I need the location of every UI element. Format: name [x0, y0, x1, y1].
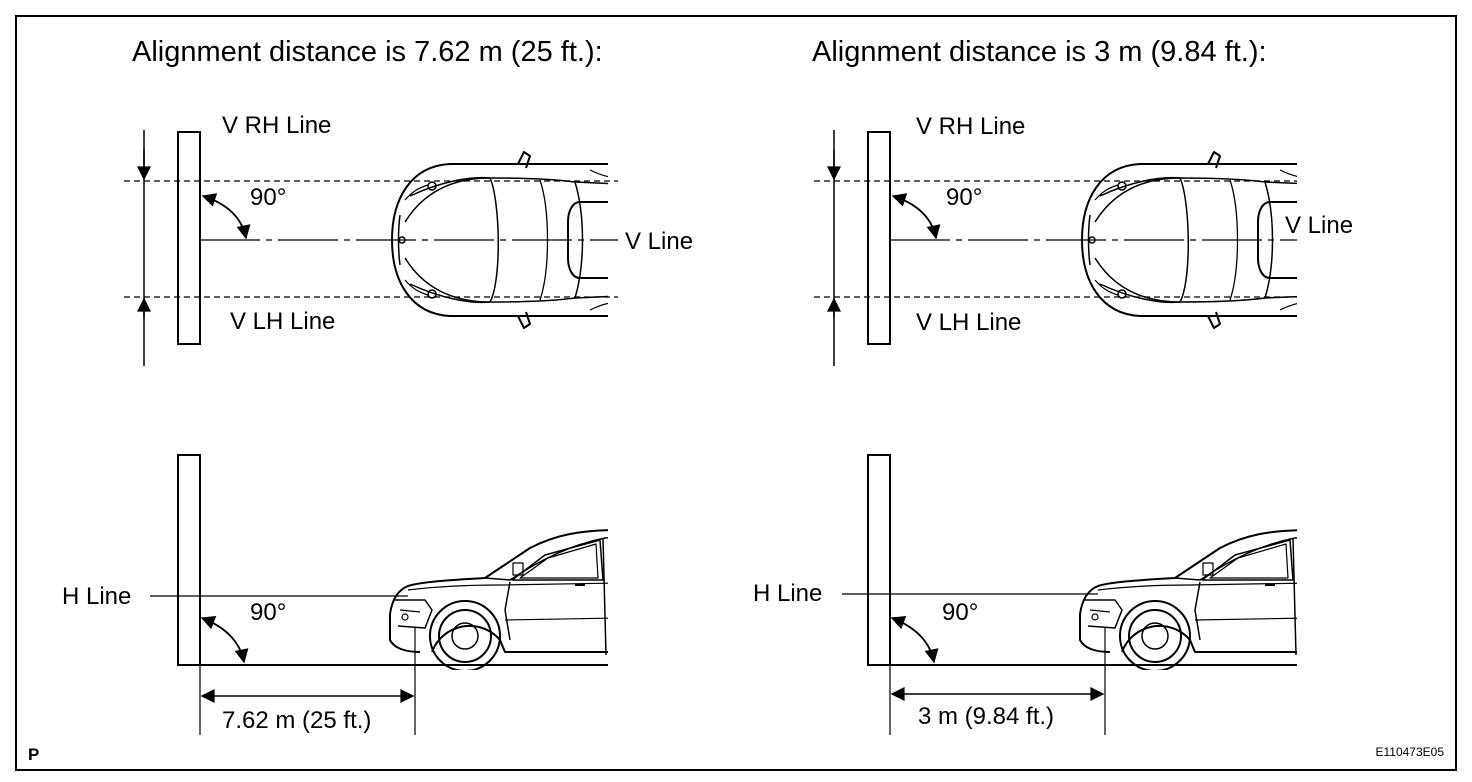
diagram-frame	[15, 15, 1457, 771]
right-car-side	[1079, 529, 1297, 670]
right-screen-side	[867, 454, 891, 666]
right-screen-top	[867, 131, 891, 345]
left-v-lh-label: V LH Line	[230, 308, 335, 335]
left-h-line-label: H Line	[62, 583, 131, 610]
right-panel-title: Alignment distance is 3 m (9.84 ft.):	[812, 36, 1267, 68]
left-top-view: V RH Line 90° V Line V LH Line	[124, 112, 693, 366]
left-screen-top	[177, 131, 201, 345]
corner-label-left: P	[28, 745, 39, 764]
right-h-line-label: H Line	[753, 580, 822, 607]
left-v-rh-label: V RH Line	[222, 112, 331, 139]
left-angle-bottom-label: 90°	[250, 599, 286, 626]
right-v-lh-label: V LH Line	[916, 309, 1021, 336]
figure-code: E110473E05	[1375, 745, 1444, 759]
left-side-view: H Line 90° 7.62 m (25 ft.)	[62, 454, 608, 735]
left-angle-arc-bottom	[200, 616, 249, 664]
left-car-side	[389, 529, 608, 670]
right-top-view: V RH Line 90° V Line V LH Line	[814, 113, 1353, 366]
right-panel: Alignment distance is 3 m (9.84 ft.): V …	[753, 36, 1353, 735]
left-distance-label: 7.62 m (25 ft.)	[222, 707, 371, 734]
right-v-rh-label: V RH Line	[916, 113, 1025, 140]
right-angle-arc-bottom	[890, 616, 939, 664]
right-angle-top-label: 90°	[946, 184, 982, 211]
left-panel: Alignment distance is 7.62 m (25 ft.): V…	[62, 36, 693, 735]
right-side-view: H Line 90° 3 m (9.84 ft.)	[753, 454, 1297, 735]
right-angle-arc-top	[891, 193, 941, 240]
right-angle-bottom-label: 90°	[942, 599, 978, 626]
left-v-line-label: V Line	[625, 228, 693, 255]
left-angle-arc-top	[201, 193, 251, 240]
right-distance-label: 3 m (9.84 ft.)	[918, 703, 1054, 730]
right-v-line-label: V Line	[1285, 212, 1353, 239]
left-screen-side	[177, 454, 201, 666]
left-angle-top-label: 90°	[250, 184, 286, 211]
left-panel-title: Alignment distance is 7.62 m (25 ft.):	[132, 36, 603, 68]
